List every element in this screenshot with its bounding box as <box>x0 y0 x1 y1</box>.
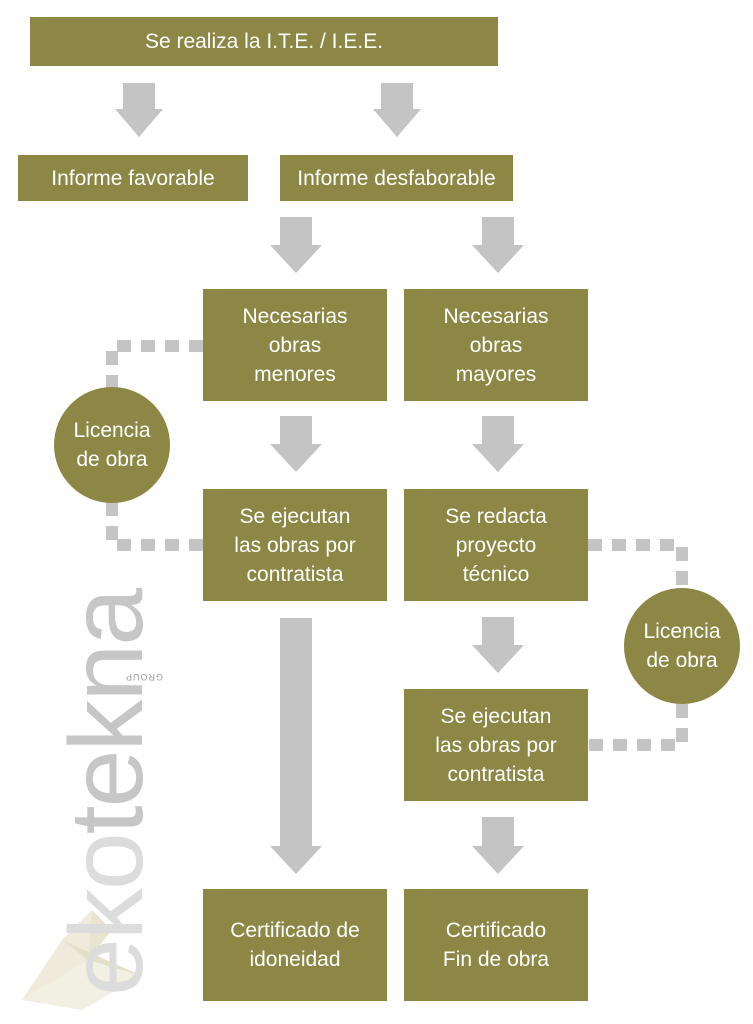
node-informe-favorable-label: Informe favorable <box>51 166 215 190</box>
arrow-start-to-desfavorable <box>373 83 421 137</box>
arrow-ejecutan-to-fin <box>472 817 524 874</box>
node-obras-mayores: Necesarias obras mayores <box>404 289 588 401</box>
node-obras-mayores-label: Necesarias obras mayores <box>443 304 549 386</box>
arrow-start-to-favorable <box>115 83 163 137</box>
bird-logo-icon <box>22 910 142 1010</box>
node-informe-desfavorable: Informe desfaborable <box>280 155 513 201</box>
node-obras-menores: Necesarias obras menores <box>203 289 387 401</box>
arrow-menores-to-ejecutan <box>270 416 322 472</box>
node-redacta-proyecto-label: Se redacta proyecto técnico <box>445 504 547 586</box>
circle-licencia-left-label: Licencia de obra <box>73 419 151 471</box>
arrow-desfavorable-to-menores <box>270 217 322 273</box>
node-certificado-idoneidad: Certificado de idoneidad <box>203 889 387 1001</box>
node-certificado-fin: Certificado Fin de obra <box>404 889 588 1001</box>
node-start: Se realiza la I.T.E. / I.E.E. <box>30 17 498 66</box>
brand-name-part1: eko <box>49 834 165 996</box>
node-ejecutan-right-label: Se ejecutan las obras por contratista <box>435 704 557 786</box>
dotted-link-redacta-licencia <box>588 539 688 588</box>
circle-licencia-left: Licencia de obra <box>54 387 170 503</box>
brand-logo-text: ekotekna <box>49 576 165 996</box>
circle-licencia-right: Licencia de obra <box>624 588 740 704</box>
brand-name-part2: tekna <box>49 589 165 835</box>
node-ejecutan-left: Se ejecutan las obras por contratista <box>203 489 387 601</box>
circle-licencia-right-label: Licencia de obra <box>643 620 721 672</box>
node-start-label: Se realiza la I.T.E. / I.E.E. <box>144 30 384 53</box>
node-certificado-fin-label: Certificado Fin de obra <box>442 919 550 971</box>
node-informe-desfavorable-label: Informe desfaborable <box>297 166 496 190</box>
dotted-link-licencia-ejecutan-right <box>588 704 688 751</box>
node-informe-favorable: Informe favorable <box>18 155 248 201</box>
arrow-redacta-to-ejecutan <box>472 617 524 673</box>
brand-group-label: GROUP <box>124 672 163 682</box>
arrow-ejecutan-to-idoneidad <box>270 618 322 874</box>
node-certificado-idoneidad-label: Certificado de idoneidad <box>230 919 360 971</box>
dotted-link-licencia-ejecutan <box>106 502 203 551</box>
arrow-desfavorable-to-mayores <box>472 217 524 273</box>
node-redacta-proyecto: Se redacta proyecto técnico <box>404 489 588 601</box>
dotted-link-menores-licencia <box>106 340 203 388</box>
node-obras-menores-label: Necesarias obras menores <box>242 304 348 386</box>
arrow-mayores-to-redacta <box>472 416 524 472</box>
node-ejecutan-left-label: Se ejecutan las obras por contratista <box>234 504 356 586</box>
node-ejecutan-right: Se ejecutan las obras por contratista <box>404 689 588 801</box>
